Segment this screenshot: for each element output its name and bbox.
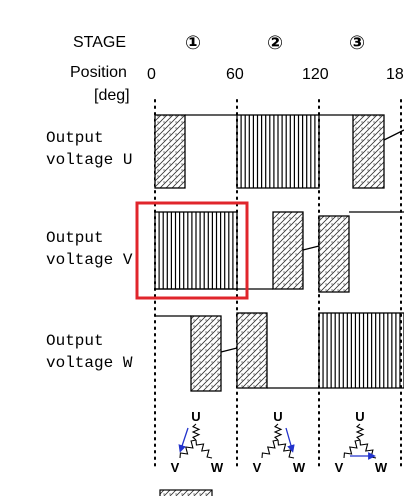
- u-pulse-stage1: [154, 114, 186, 189]
- winding-coil: [355, 423, 365, 441]
- winding-diagram-stage3: U V W: [335, 409, 388, 475]
- w-pulse-stage2: [236, 312, 268, 389]
- winding-coil: [179, 439, 197, 459]
- winding-coil: [273, 423, 283, 441]
- u-pulse-stage3: [352, 114, 385, 189]
- winding-coil: [343, 439, 361, 459]
- position-unit-label: [deg]: [94, 87, 130, 104]
- phase-label-w: W: [293, 460, 306, 475]
- v-pwm-stage1: [154, 211, 238, 290]
- winding-coil: [261, 439, 279, 459]
- w-pwm-stage3: [318, 312, 404, 389]
- current-flow-arrow: [178, 427, 189, 453]
- winding-coil: [277, 439, 295, 459]
- row-label-v-line1: Output: [46, 229, 104, 247]
- waveform-v: [154, 211, 404, 293]
- v-pulse-stage3: [318, 215, 350, 293]
- phase-label-v: V: [253, 460, 262, 475]
- winding-coil: [359, 439, 377, 459]
- phase-label-u: U: [355, 409, 364, 424]
- current-flow-arrow: [285, 427, 295, 453]
- phase-label-w: W: [375, 460, 388, 475]
- row-label-u-line1: Output: [46, 129, 104, 147]
- phase-label-u: U: [191, 409, 200, 424]
- w-pwm-frame: [318, 312, 404, 389]
- v-pulse-stage2: [272, 211, 304, 290]
- row-label-w-line2: voltage W: [46, 354, 133, 372]
- waveform-u: [154, 114, 404, 189]
- stage-header-label: STAGE: [73, 34, 127, 51]
- position-header-label: Position: [70, 64, 127, 81]
- highlight-box: [135, 201, 249, 300]
- winding-diagram-stage2: U V W: [253, 409, 306, 475]
- phase-label-v: V: [335, 460, 344, 475]
- phase-label-v: V: [171, 460, 180, 475]
- stage-3-label: ③: [349, 32, 366, 54]
- stage-2-label: ②: [267, 32, 284, 54]
- position-tick-60: 60: [226, 66, 244, 83]
- u-pwm-stage2: [236, 114, 320, 189]
- winding-coil: [191, 423, 201, 441]
- waveform-w: [155, 312, 404, 392]
- row-label-v-line2: voltage V: [46, 251, 133, 269]
- row-label-w-line1: Output: [46, 332, 104, 350]
- position-tick-120: 120: [302, 66, 329, 83]
- stage-1-label: ①: [185, 32, 202, 54]
- phase-label-w: W: [211, 460, 224, 475]
- position-tick-0: 0: [147, 66, 156, 83]
- phase-label-u: U: [273, 409, 282, 424]
- w-pulse-stage1: [190, 315, 222, 392]
- legend-box-partial: [159, 489, 213, 496]
- winding-diagram-stage1: U V W: [171, 409, 224, 475]
- position-tick-180: 18: [386, 66, 404, 83]
- winding-coil: [195, 439, 213, 459]
- row-label-u-line2: voltage U: [46, 151, 133, 169]
